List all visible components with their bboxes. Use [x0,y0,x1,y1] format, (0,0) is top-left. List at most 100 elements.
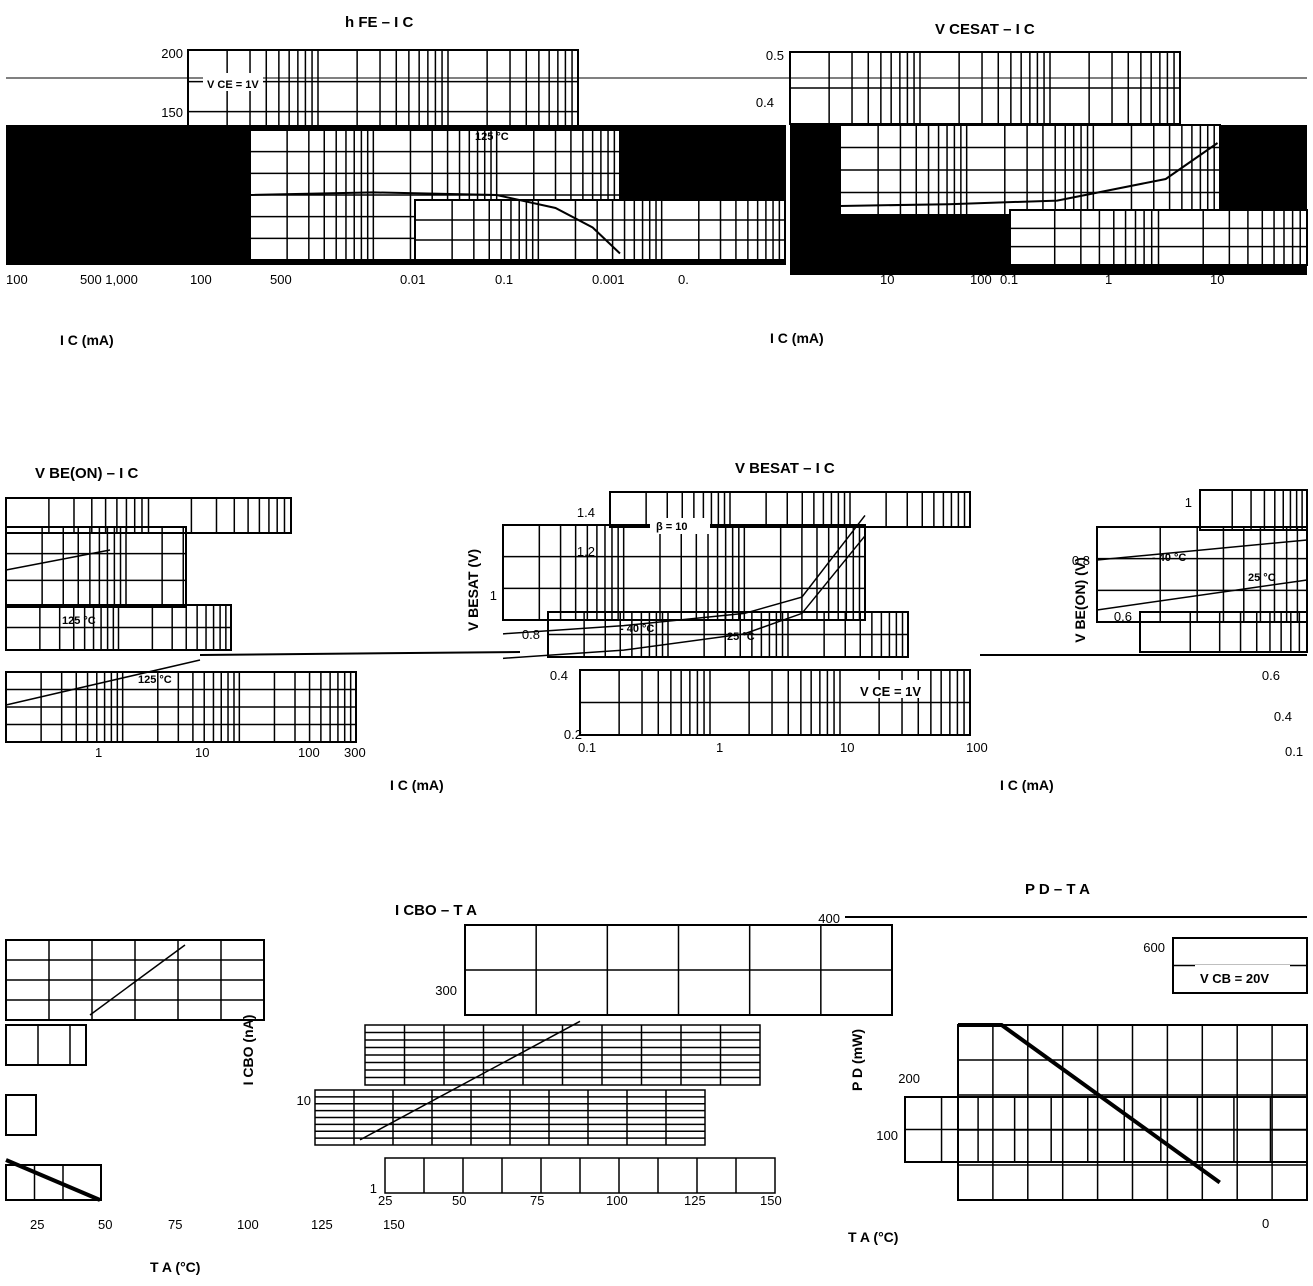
vbesat-top-frame [609,491,971,528]
vbeon2-ytick-label: 0.8 [1072,553,1090,568]
vbeon2-xtick-label: 0.1 [1285,744,1303,759]
vbeon2-top-frame [1199,489,1308,531]
vbeon-title: V BE(ON) – I C [35,465,139,482]
vbeon-curve-a [5,549,111,571]
icbo-xtick-label: 75 [530,1193,544,1208]
vce-ytick-label: 0.4 [756,95,774,110]
vbesat-xtick-label: 10 [840,740,854,755]
vbesat-ic-chart [502,491,971,736]
vbesat-condition-label: V CE = 1V [860,684,921,699]
vbesat-ytick-label: 0.4 [550,668,568,683]
pd-xtick-label: 0 [1262,1216,1269,1231]
vbesat-condition-label: β = 10 [656,521,688,533]
vbesat-xtick-label: 0.1 [578,740,596,755]
icbo-xtick-label: 150 [760,1193,782,1208]
icbo-xtick-label: 25 [30,1217,44,1232]
vbeon2-ytick-label: 0.6 [1262,668,1280,683]
vbesat-curve-label: - 40 °C [620,623,654,635]
hfe-ytick-label: 150 [161,105,183,120]
vbesat-cond-bg [650,518,710,534]
vbeon2-ylabel: V BE(ON) (V) [1072,557,1088,643]
vbeon-a-frame [5,526,187,608]
icbo-xlabel: T A (°C) [150,1259,200,1275]
icbo-box-a-frame [5,1024,87,1066]
icbo-ytick-label: 1 [370,1181,377,1196]
hfe-xtick-label: 0.001 [592,272,625,287]
vbesat-ytick-label: 0.8 [522,627,540,642]
pd-series [958,1023,1221,1185]
vbeon-xlabel: I C (mA) [390,777,444,793]
vbeon-ic-chart [5,497,521,743]
pd-ylabel: P D (mW) [849,1029,865,1091]
vbeon-curve-b [5,659,201,706]
vbeon2-ytick-label: 1 [1185,495,1192,510]
vbeon2-ytick-label: 0.6 [1114,609,1132,624]
vbeon-curve-label: 125 °C [138,674,172,686]
vcesat-ic-chart [780,51,1308,275]
vbeon-curve-label: 125 °C [62,615,96,627]
icbo-xtick-label: 125 [311,1217,333,1232]
hfe-xtick-label: 0.01 [400,272,425,287]
vbeon2-main-frame [1096,526,1308,623]
vbesat-ytick-label: 1.4 [577,505,595,520]
vbeon-xtick-label: 1 [95,745,102,760]
vce-title: V CESAT – I C [935,21,1035,38]
vbeon-xtick-label: 10 [195,745,209,760]
vce-xlabel: I C (mA) [770,330,824,346]
hfe-title: h FE – I C [345,14,414,31]
hfe-xlabel: I C (mA) [60,332,114,348]
vbesat-series-0 [502,514,866,635]
vbeon-rule [199,651,521,656]
vce-xtick-label: 10 [880,272,894,287]
hfe-xtick-label: 100 [190,272,212,287]
vbesat-curve-label: 25 °C [727,631,755,643]
icbo-ytick-label: 300 [435,983,457,998]
hfe-series-125c [249,191,621,255]
vbeon2-mid-frame [1139,611,1308,653]
hfe-xtick-label: 0.1 [495,272,513,287]
icbo-xtick-label: 50 [452,1193,466,1208]
vbesat-xtick-label: 1 [716,740,723,755]
hfe-condition-label: V CE = 1V [207,79,259,91]
vbeon2-curve-label: 25 °C [1248,572,1276,584]
icbo-xtick-label: 150 [383,1217,405,1232]
pd-ytick-label: 400 [818,911,840,926]
pd-condition-label: V CB = 20V [1200,971,1269,986]
icbo-xtick-label: 100 [237,1217,259,1232]
hfe-ytick-label: 200 [161,46,183,61]
vbeon2-curve-label: - 40 °C [1152,552,1186,564]
icbo-ta-chart [5,924,893,1202]
vbeon-xtick-label: 100 [298,745,320,760]
vbesat-ytick-label: 1.2 [577,544,595,559]
vbesat-series-1 [502,535,866,660]
pd-title: P D – T A [1025,881,1090,898]
icbo-xtick-label: 50 [98,1217,112,1232]
icbo-series [359,1020,581,1141]
vbeon-xtick-label: 300 [344,745,366,760]
hfe-inner2-frame [414,199,786,261]
icbo-box-c-frame [5,1164,102,1201]
vbesat-ytick-label: 0.2 [564,727,582,742]
icbo-xtick-label: 75 [168,1217,182,1232]
icbo-curve-b [5,1158,101,1202]
vbeon2-ytick-label: 0.4 [1274,709,1292,724]
icbo-ylabel: I CBO (nA) [240,1015,256,1086]
vce-xtick-label: 100 [970,272,992,287]
vbesat-title: V BESAT – I C [735,460,835,477]
vbesat-xlabel: I C (mA) [1000,777,1054,793]
icbo-title: I CBO – T A [395,902,477,919]
vbeon2-curve-a [1096,539,1308,561]
icbo-xtick-label: 25 [378,1193,392,1208]
icbo-curve-a [89,944,186,1016]
vbesat-ytick-label: 1 [490,588,497,603]
hfe-xtick-label: 0. [678,272,689,287]
vce-series [839,142,1219,207]
vbesat-cond-bg2 [855,680,930,698]
pd-ytick-label: 600 [1143,940,1165,955]
icbo-box-b-frame [5,1094,37,1136]
vbesat-main-frame [502,524,866,621]
pd-ytick-label: 100 [876,1128,898,1143]
vce-xtick-label: 1 [1105,272,1112,287]
icbo-ytick-label: 10 [297,1093,311,1108]
